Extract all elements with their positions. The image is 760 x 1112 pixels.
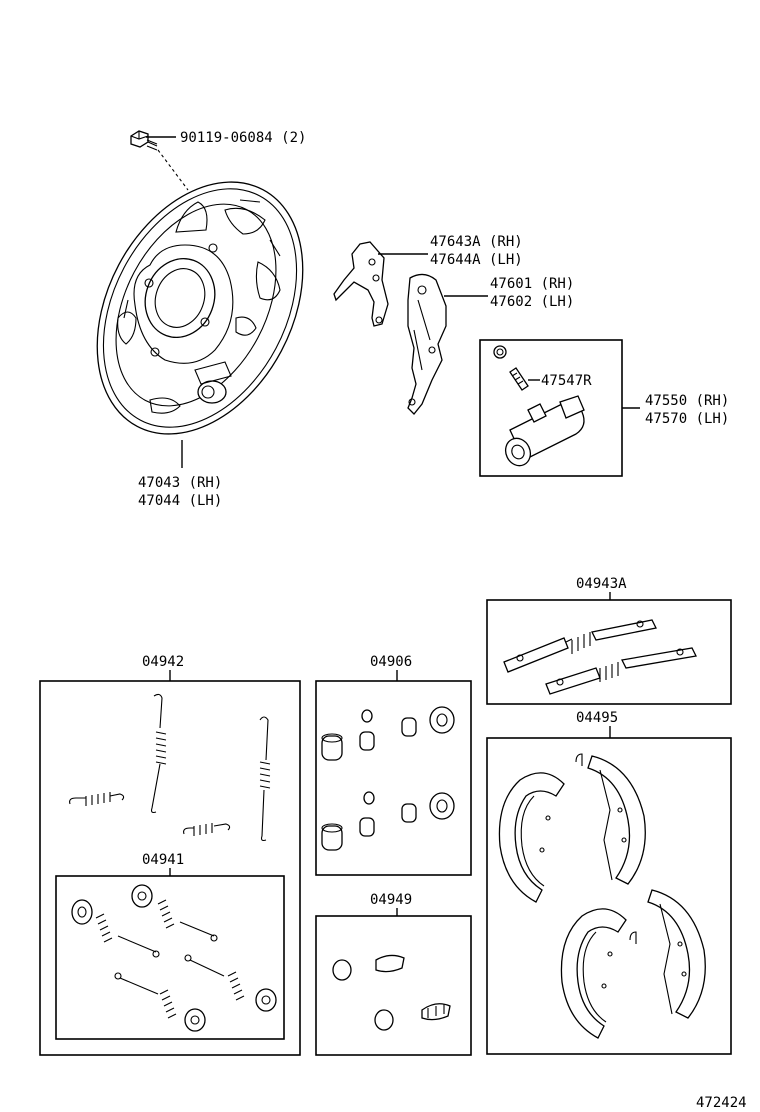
wheel-cylinder-part[interactable] xyxy=(501,395,585,470)
brake-shoe-3-part[interactable] xyxy=(560,908,637,1039)
brake-shoe-1-part[interactable] xyxy=(498,772,565,903)
holddown-pin-1-part[interactable] xyxy=(114,972,206,1032)
label-backing-plate-rh: 47043 (RH) xyxy=(138,475,222,491)
label-kit-adjuster: 04943A xyxy=(576,576,627,592)
adjuster-kit-box xyxy=(486,599,732,705)
holddown-cup-2-part[interactable] xyxy=(131,884,153,908)
label-kit-spring: 04942 xyxy=(142,654,184,670)
cup-kit-box xyxy=(315,680,472,876)
label-kit-holddown: 04941 xyxy=(142,852,184,868)
spring-short-left-part[interactable] xyxy=(69,792,125,806)
holddown-spring-2-part[interactable] xyxy=(157,899,218,942)
holddown-cup-1-part[interactable] xyxy=(71,899,93,925)
holddown-pin-2-part[interactable] xyxy=(184,954,277,1012)
spring-long-left-part[interactable] xyxy=(150,693,167,814)
holddown-kit-box xyxy=(55,875,285,1040)
label-lever-a-rh: 47643A (RH) xyxy=(430,234,523,250)
boot-kit-parts[interactable] xyxy=(332,954,451,1031)
wheel-cylinder-box xyxy=(479,339,623,477)
holddown-spring-1-part[interactable] xyxy=(95,913,160,958)
boot-kit-box xyxy=(315,915,472,1056)
brake-shoe-2-part[interactable] xyxy=(575,753,646,885)
label-kit-shoe: 04495 xyxy=(576,710,618,726)
label-wheel-cylinder-rh: 47550 (RH) xyxy=(645,393,729,409)
spring-kit-box xyxy=(39,680,301,1056)
cup-kit-row-2[interactable] xyxy=(321,791,455,851)
label-bleeder: 47547R xyxy=(541,373,592,389)
label-bolt: 90119-06084 (2) xyxy=(180,130,306,146)
bleeder-screw-part[interactable] xyxy=(509,367,540,391)
bolt-part[interactable] xyxy=(130,130,189,191)
backing-plate-part[interactable] xyxy=(56,146,344,469)
spring-short-right-part[interactable] xyxy=(183,823,231,836)
bleeder-cap-part[interactable] xyxy=(493,345,507,359)
label-kit-boot: 04949 xyxy=(370,892,412,908)
brake-shoe-4-part[interactable] xyxy=(647,889,706,1019)
label-wheel-cylinder-lh: 47570 (LH) xyxy=(645,411,729,427)
label-kit-cup: 04906 xyxy=(370,654,412,670)
spring-long-right-part[interactable] xyxy=(259,716,271,842)
cup-kit-row-1[interactable] xyxy=(321,706,455,761)
adjuster-lower-part[interactable] xyxy=(545,647,697,695)
label-lever-a-lh: 47644A (LH) xyxy=(430,252,523,268)
adjuster-upper-part[interactable] xyxy=(503,619,657,673)
parking-lever-a-part[interactable] xyxy=(333,241,428,327)
shoe-kit-box xyxy=(486,737,732,1055)
label-backing-plate-lh: 47044 (LH) xyxy=(138,493,222,509)
diagram-id: 472424 xyxy=(696,1095,747,1111)
label-lever-lh: 47602 (LH) xyxy=(490,294,574,310)
label-lever-rh: 47601 (RH) xyxy=(490,276,574,292)
parking-lever-part[interactable] xyxy=(407,273,488,415)
